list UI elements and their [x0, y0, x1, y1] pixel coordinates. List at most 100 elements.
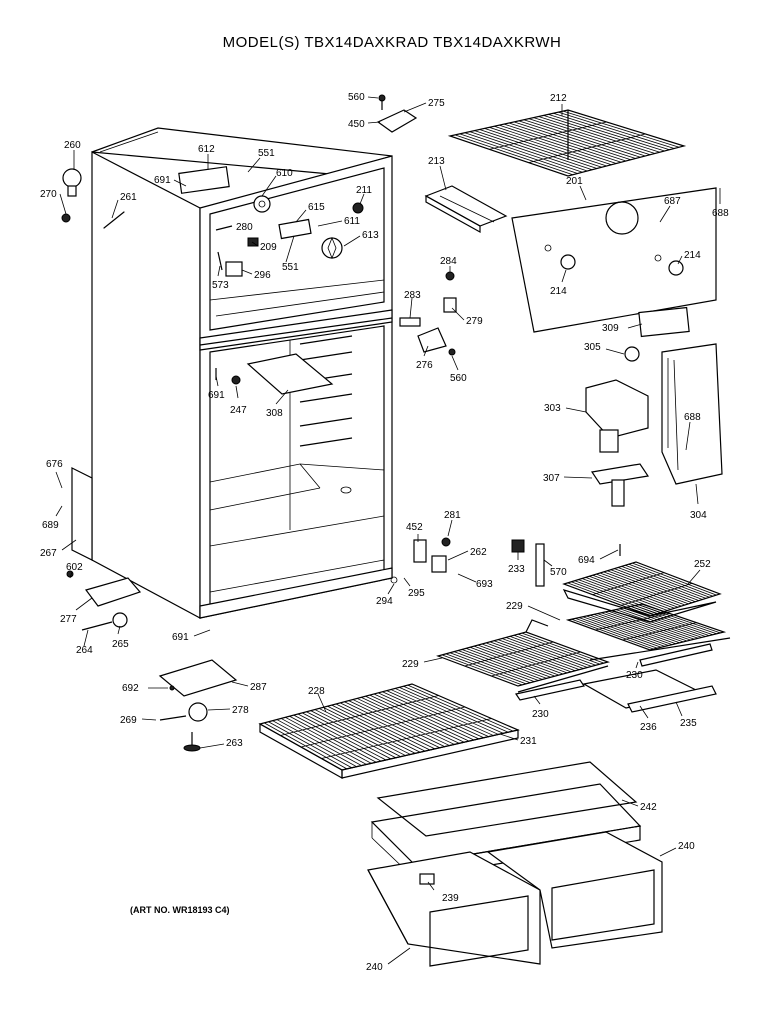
shelf-wire	[601, 612, 684, 643]
callout-240-left: 240	[366, 962, 383, 973]
callout-610: 610	[276, 168, 293, 179]
shelf-wire	[595, 612, 670, 631]
shelf-wire	[453, 651, 535, 683]
callout-296: 296	[254, 270, 271, 281]
shelf-wire	[621, 566, 707, 599]
shelf-wire	[599, 572, 686, 606]
callout-602: 602	[66, 562, 83, 573]
shelf-wire	[604, 611, 688, 642]
shelf-wire	[489, 121, 607, 150]
callout-551-top: 551	[258, 148, 275, 159]
shelf-wire	[441, 654, 523, 686]
callout-307: 307	[543, 473, 560, 484]
callout-261: 261	[120, 192, 137, 203]
shelf-wire	[503, 123, 622, 163]
callout-235: 235	[680, 718, 697, 729]
shelf-wire	[528, 118, 646, 157]
shelf-wire	[513, 634, 596, 666]
shelf-wire	[623, 607, 706, 637]
shelf-wire	[615, 609, 699, 639]
callout-278: 278	[232, 705, 249, 716]
shelf-wire	[518, 120, 636, 159]
shelf-wire	[505, 637, 588, 668]
shelf-229-left	[436, 619, 610, 693]
callout-214-right: 214	[684, 250, 701, 261]
callout-212: 212	[550, 93, 567, 104]
callout-264: 264	[76, 645, 93, 656]
shelf-wire	[622, 622, 697, 641]
callout-209: 209	[260, 242, 277, 253]
callout-214-left: 214	[550, 286, 567, 297]
part-260-valve	[61, 168, 82, 223]
callout-560: 560	[348, 92, 365, 103]
callout-230-bottom: 230	[532, 709, 549, 720]
shelf-wire	[614, 568, 700, 601]
shelf-wire	[538, 116, 656, 154]
shelf-wire	[457, 650, 539, 681]
shelf-wire	[608, 610, 691, 641]
callout-295: 295	[408, 588, 425, 599]
shelf-wire	[493, 640, 576, 672]
shelf-wire	[449, 652, 531, 684]
callout-689: 689	[42, 520, 59, 531]
callout-239: 239	[442, 893, 459, 904]
callout-570: 570	[550, 567, 567, 578]
shelf-wire	[634, 605, 717, 635]
callout-283: 283	[404, 290, 421, 301]
shelf-wire	[625, 564, 710, 598]
shelf-wire	[489, 126, 607, 167]
shelf-wire	[481, 643, 564, 675]
callout-613: 613	[362, 230, 379, 241]
callout-612: 612	[198, 144, 215, 155]
shelf-229-upper	[565, 603, 731, 661]
shelf-wire	[497, 639, 580, 671]
shelf-wire	[461, 649, 543, 680]
callout-281: 281	[444, 510, 461, 521]
callout-263: 263	[226, 738, 243, 749]
callout-309: 309	[602, 323, 619, 334]
callout-228: 228	[308, 686, 325, 697]
shelf-wire	[621, 582, 693, 606]
shelf-wire	[586, 615, 669, 646]
shelf-wire	[300, 706, 466, 748]
shelf-wire	[464, 641, 554, 667]
callout-687: 687	[664, 196, 681, 207]
callout-693: 693	[476, 579, 493, 590]
callout-275: 275	[428, 98, 445, 109]
shelf-wire	[501, 638, 584, 669]
shelf-wire	[491, 651, 581, 677]
bottom-hardware	[66, 570, 238, 752]
callout-691-top: 691	[154, 175, 171, 186]
ice-tray-213	[424, 185, 508, 234]
shelf-wire	[321, 718, 492, 759]
shelf-wire	[484, 128, 602, 168]
shelf-wire	[499, 124, 617, 164]
shelf-252	[562, 561, 722, 623]
shelf-wire	[533, 117, 651, 156]
shelf-wire	[509, 635, 592, 667]
part-283-276	[399, 271, 457, 356]
callout-201: 201	[566, 176, 583, 187]
shelf-wire	[479, 129, 598, 169]
callout-240-right: 240	[678, 841, 695, 852]
callout-452: 452	[406, 522, 423, 533]
callout-688-right: 688	[684, 412, 701, 423]
shelf-wire	[553, 112, 670, 151]
shelf-wire	[612, 610, 695, 640]
callout-691-mid: 691	[208, 390, 225, 401]
shelf-wire	[597, 613, 680, 644]
damper-307	[590, 463, 650, 507]
shelf-wire	[494, 125, 612, 166]
callout-213: 213	[428, 156, 445, 167]
shelf-wire	[627, 606, 710, 636]
shelf-wire	[489, 641, 572, 673]
callout-573: 573	[212, 280, 229, 291]
callout-294: 294	[376, 596, 393, 607]
shelf-wire	[628, 563, 714, 597]
callout-691-bottom: 691	[172, 632, 189, 643]
callout-284: 284	[440, 256, 457, 267]
shelf-wire	[454, 134, 573, 176]
callout-229-left: 229	[402, 659, 419, 670]
shelf-wire	[578, 617, 662, 648]
shelf-wire	[630, 606, 714, 636]
